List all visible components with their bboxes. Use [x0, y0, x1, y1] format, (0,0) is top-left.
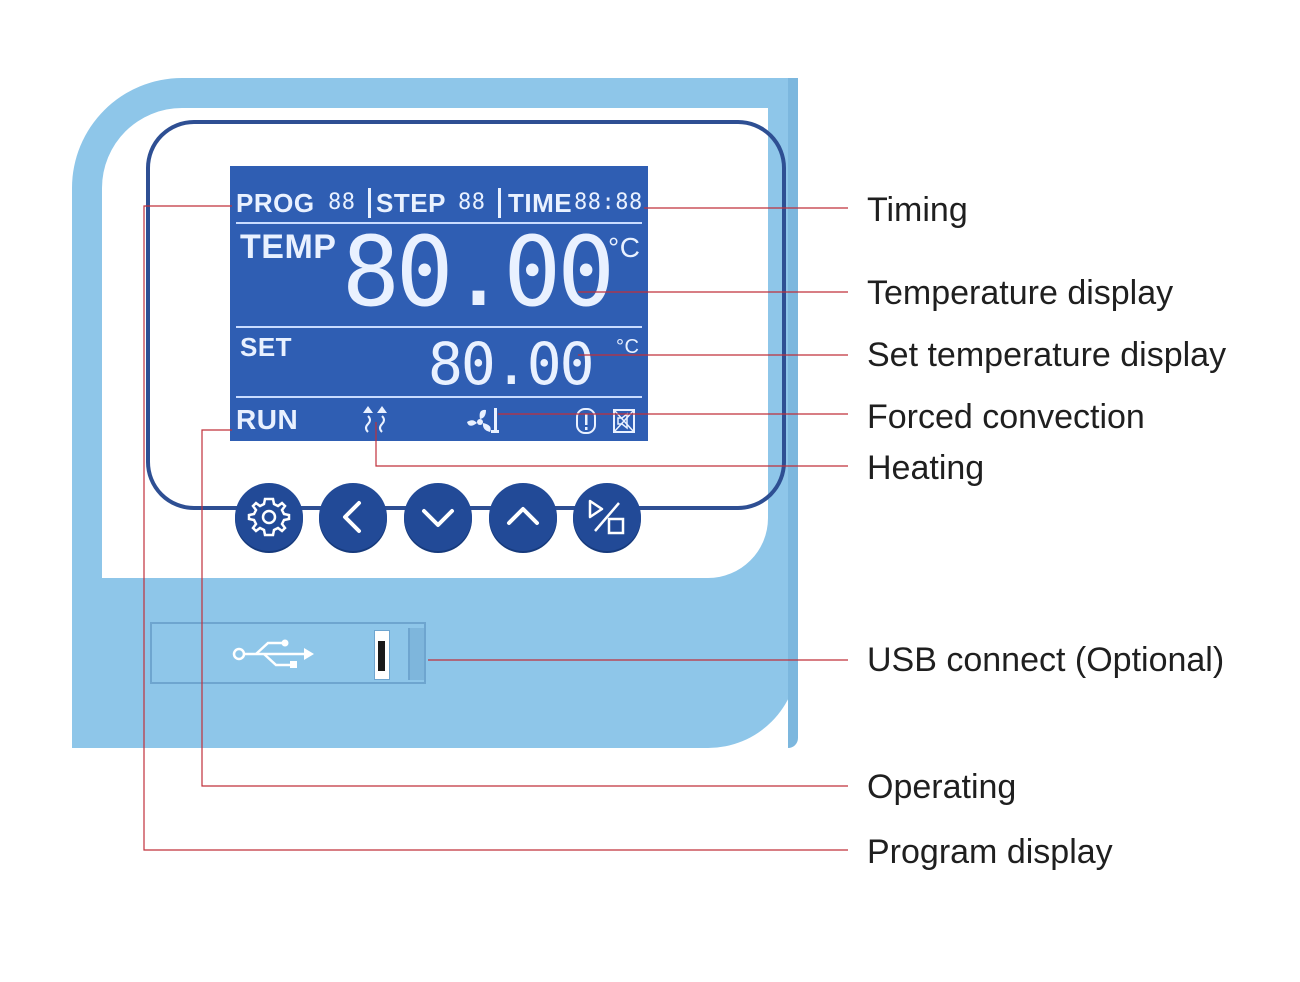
- lcd-screen: PROG 88 STEP 88 TIME 88:88 TEMP 80.00 °C…: [230, 166, 648, 441]
- usb-cover-tab: [408, 628, 424, 680]
- prog-value: 88: [328, 190, 356, 215]
- prog-label: PROG: [236, 188, 315, 218]
- chevron-left-icon: [343, 501, 361, 533]
- chevron-up-icon: [507, 507, 539, 525]
- heating-line: [375, 422, 848, 467]
- time-label: TIME: [508, 188, 573, 218]
- separator: [498, 188, 501, 218]
- play-stop-icon: [588, 499, 625, 535]
- lcd-divider: [236, 222, 642, 224]
- forced-convection-label: Forced convection: [867, 398, 1145, 436]
- step-label: STEP: [376, 188, 446, 218]
- chevron-down-icon: [422, 509, 454, 527]
- settings-button[interactable]: [235, 483, 303, 551]
- up-button[interactable]: [489, 483, 557, 551]
- set-label: SET: [240, 332, 293, 362]
- temp-unit: °C: [608, 232, 641, 263]
- alarm-icon: [576, 408, 596, 434]
- fan-icon: [467, 408, 499, 433]
- operating-label: Operating: [867, 768, 1017, 806]
- set-unit: °C: [616, 336, 640, 358]
- time-value: 88:88: [574, 190, 643, 215]
- panel-edge: [788, 78, 798, 748]
- heating-label: Heating: [867, 449, 985, 487]
- program-display-label: Program display: [867, 833, 1113, 871]
- usb-connect-label: USB connect (Optional): [867, 641, 1225, 679]
- usb-icon: [232, 639, 314, 668]
- usb-port-opening: [378, 641, 385, 671]
- run-stop-button[interactable]: [573, 483, 641, 551]
- step-value: 88: [458, 190, 486, 215]
- lcd-divider: [236, 396, 642, 398]
- down-button[interactable]: [404, 483, 472, 551]
- run-label: RUN: [236, 404, 299, 435]
- operating-line: [201, 429, 848, 787]
- temp-value: 80.00: [342, 216, 615, 328]
- heating-icon: [363, 406, 387, 433]
- set-temperature-display-label: Set temperature display: [867, 336, 1227, 374]
- left-button[interactable]: [319, 483, 387, 551]
- gear-icon: [247, 497, 291, 537]
- separator: [368, 188, 371, 218]
- temp-label: TEMP: [240, 228, 337, 266]
- usb-slot[interactable]: [150, 622, 426, 684]
- usb-port[interactable]: [374, 630, 390, 680]
- timing-label: Timing: [867, 191, 968, 229]
- program-display-line: [143, 205, 848, 851]
- set-value: 80.00: [428, 330, 595, 398]
- lcd-divider: [236, 326, 642, 328]
- temperature-display-label: Temperature display: [867, 274, 1174, 312]
